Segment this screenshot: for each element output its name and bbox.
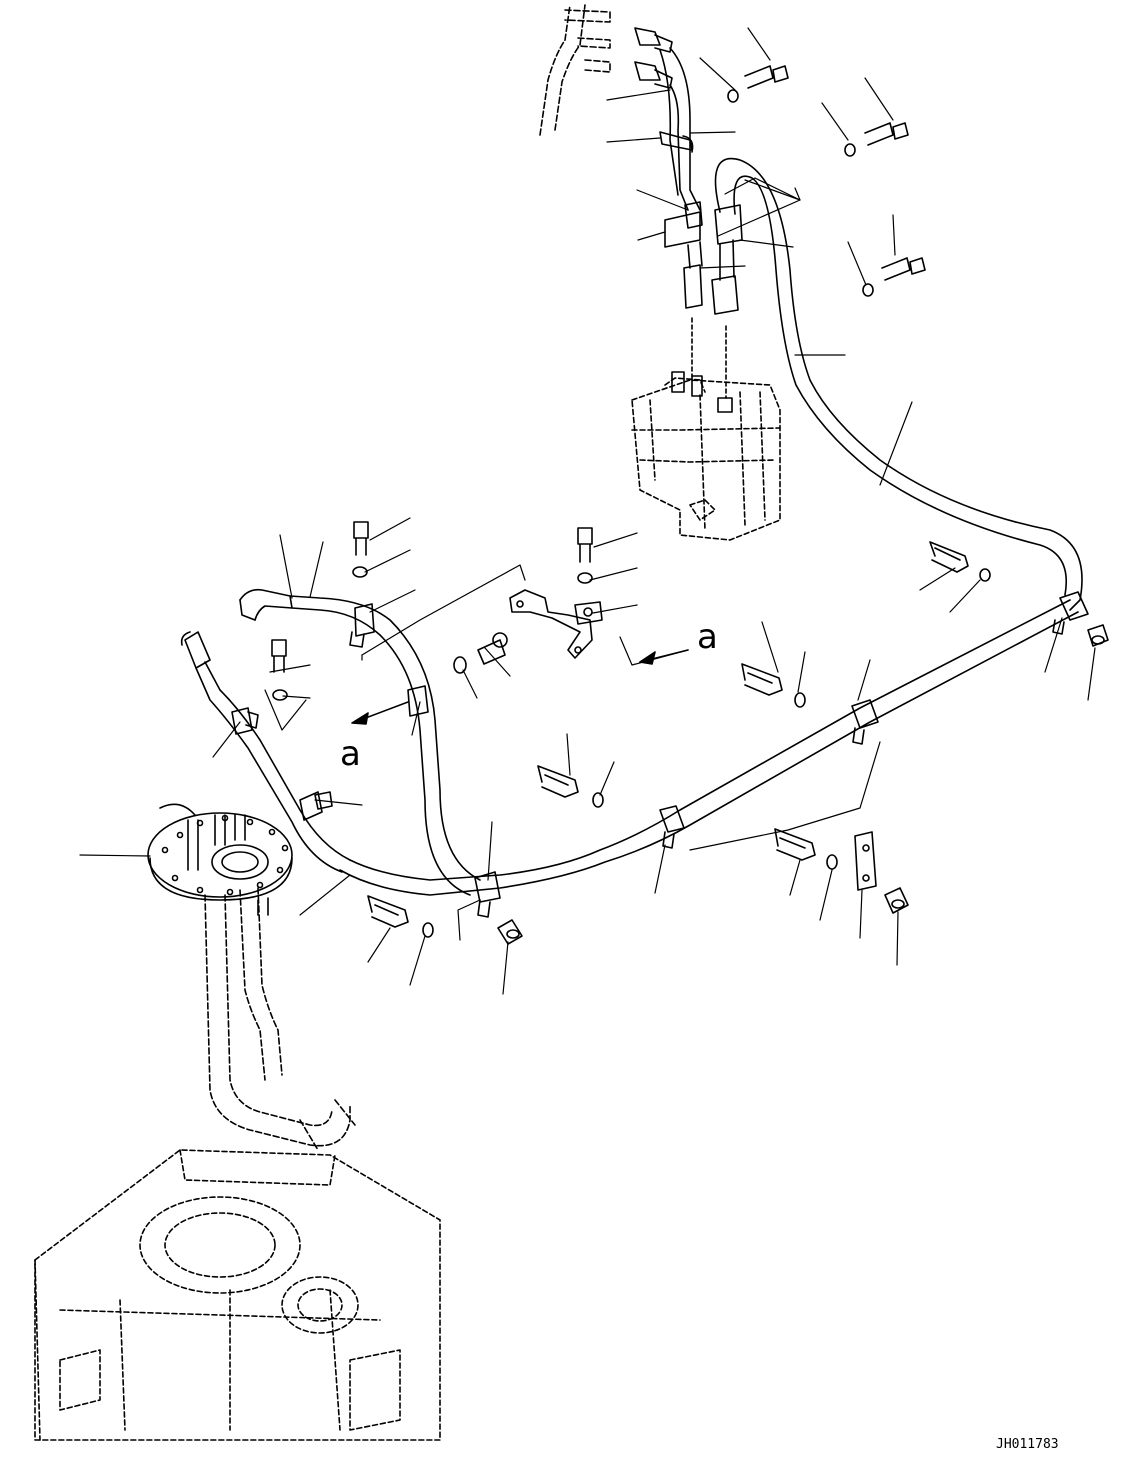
phantom-hoses [539,4,611,136]
tank-cover-flange [147,803,293,916]
view-arrow-right [639,649,689,665]
drawing-code: JH011783 [996,1437,1059,1452]
suction-pipe [204,887,356,1151]
main-hoses [339,591,1089,918]
control-valve [631,377,781,541]
valve-fittings [671,317,733,413]
hydraulic-tank [34,1149,441,1441]
view-marker-a-right: a [697,617,718,657]
upper-hose-assembly [634,27,1083,611]
view-arrow-left [351,701,409,725]
leader-lines [79,27,1096,995]
left-hoses [180,588,481,896]
bracket [509,589,603,659]
fasteners [271,65,1109,945]
view-marker-a-left: a [340,734,361,774]
